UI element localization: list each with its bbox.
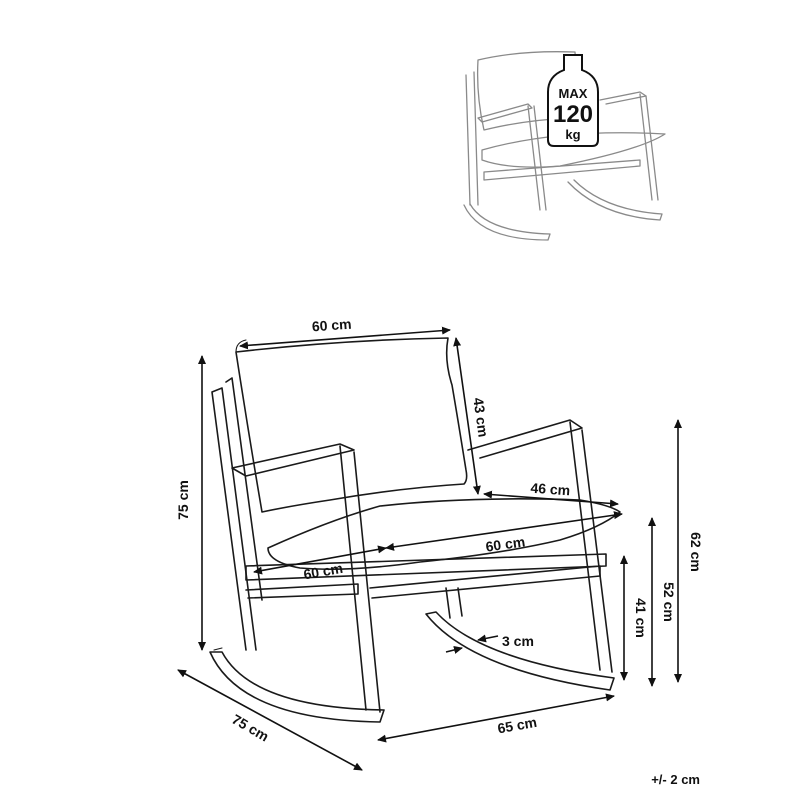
label-backrest-height: 43 cm: [470, 397, 491, 439]
right-armrest: [467, 419, 583, 459]
label-seat-depth: 46 cm: [530, 480, 571, 499]
badge-max-label: MAX: [559, 86, 588, 101]
label-seat-height-top: 52 cm: [661, 582, 677, 622]
label-armrest-height: 62 cm: [688, 532, 704, 572]
badge-unit-label: kg: [565, 127, 580, 142]
dimension-labels: 60 cm 43 cm 75 cm 46 cm 60 cm 60 cm 62 c…: [175, 316, 704, 745]
main-chair: [209, 337, 621, 723]
tolerance-note: +/- 2 cm: [651, 772, 700, 787]
dimension-lines: [177, 326, 682, 771]
label-seat-height: 41 cm: [633, 598, 649, 638]
label-depth: 75 cm: [229, 711, 271, 745]
badge-weight-value: 120: [553, 101, 593, 128]
back-cushion: [235, 337, 468, 513]
back-frame: [211, 387, 257, 651]
left-armrest: [231, 443, 355, 477]
label-cushion-width: 60 cm: [311, 316, 352, 335]
label-length: 65 cm: [496, 714, 538, 737]
max-weight-badge: MAX 120 kg: [547, 54, 599, 147]
thumbnail-chair: MAX 120 kg: [463, 51, 666, 241]
label-seat-width: 60 cm: [485, 533, 527, 554]
right-rocker: [425, 611, 615, 691]
label-rocker-width: 3 cm: [502, 633, 534, 649]
label-seat-depth-side: 60 cm: [302, 560, 344, 583]
seat-frame: [245, 553, 607, 581]
label-total-height: 75 cm: [175, 480, 191, 520]
